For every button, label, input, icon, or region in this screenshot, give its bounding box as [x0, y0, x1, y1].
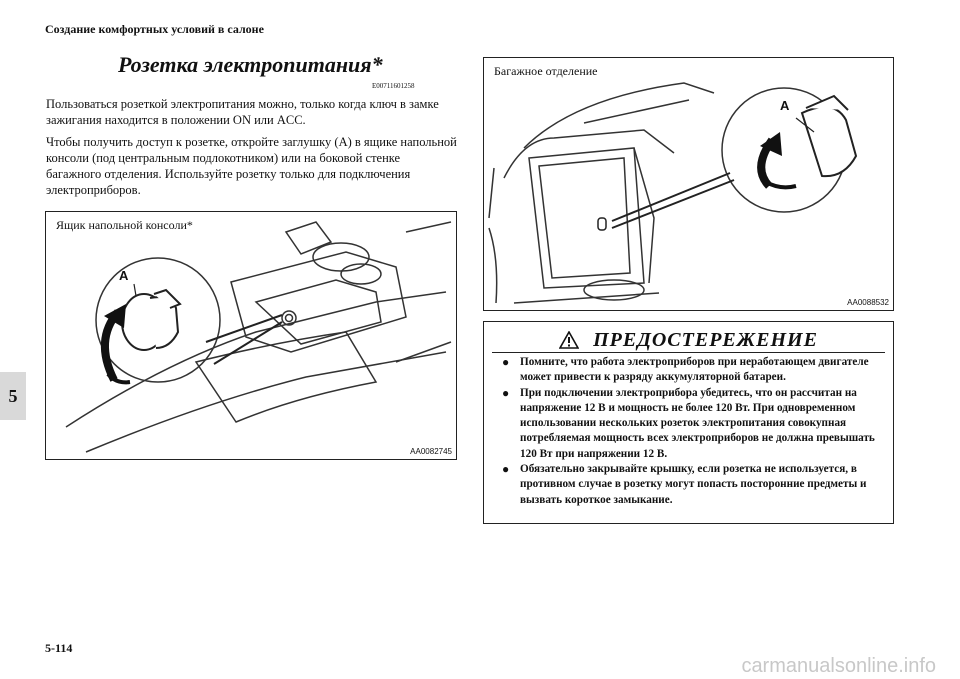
console-figure: Ящик напольной консоли* A AA0082745 — [45, 211, 457, 460]
luggage-figure: Багажное отделение A AA0088532 — [483, 57, 894, 311]
console-illustration — [65, 221, 452, 453]
console-callout-label: A — [119, 268, 129, 283]
section-title: Розетка электропитания* — [118, 52, 383, 77]
bullet-icon: ● — [502, 355, 510, 369]
section-code: E00711601258 — [372, 82, 415, 90]
console-figure-caption: Ящик напольной консоли* — [54, 218, 195, 233]
warning-box: ПРЕДОСТЕРЕЖЕНИЕ ● Помните, что работа эл… — [483, 321, 894, 524]
warning-item-text: При подключении электроприбора убедитесь… — [520, 386, 875, 460]
luggage-illustration — [488, 82, 858, 304]
paragraph-access: Чтобы получить доступ к розетке, откройт… — [46, 135, 457, 197]
bullet-icon: ● — [502, 385, 510, 400]
console-figure-code: AA0082745 — [410, 447, 452, 456]
warning-item-text: Помните, что работа электроприборов при … — [520, 356, 869, 384]
page-number: 5-114 — [45, 641, 73, 655]
warning-title: ПРЕДОСТЕРЕЖЕНИЕ — [593, 328, 818, 351]
warning-triangle-icon — [559, 331, 580, 349]
luggage-figure-caption: Багажное отделение — [492, 64, 600, 79]
chapter-tab: 5 — [0, 372, 26, 420]
warning-item: ● Обязательно закрывайте крышку, если ро… — [502, 462, 883, 508]
paragraph-ignition: Пользоваться розеткой электропитания мож… — [46, 97, 439, 127]
bullet-icon: ● — [502, 462, 510, 477]
running-header: Создание комфортных условий в салоне — [45, 22, 264, 36]
warning-item-text: Обязательно закрывайте крышку, если розе… — [520, 463, 867, 506]
watermark: carmanualsonline.info — [741, 655, 936, 677]
luggage-callout-label: A — [780, 98, 790, 113]
warning-header: ПРЕДОСТЕРЕЖЕНИЕ — [492, 328, 885, 353]
luggage-figure-code: AA0088532 — [847, 298, 889, 307]
warning-list: ● Помните, что работа электроприборов пр… — [502, 355, 883, 508]
warning-item: ● Помните, что работа электроприборов пр… — [502, 355, 883, 386]
warning-item: ● При подключении электроприбора убедите… — [502, 386, 883, 462]
